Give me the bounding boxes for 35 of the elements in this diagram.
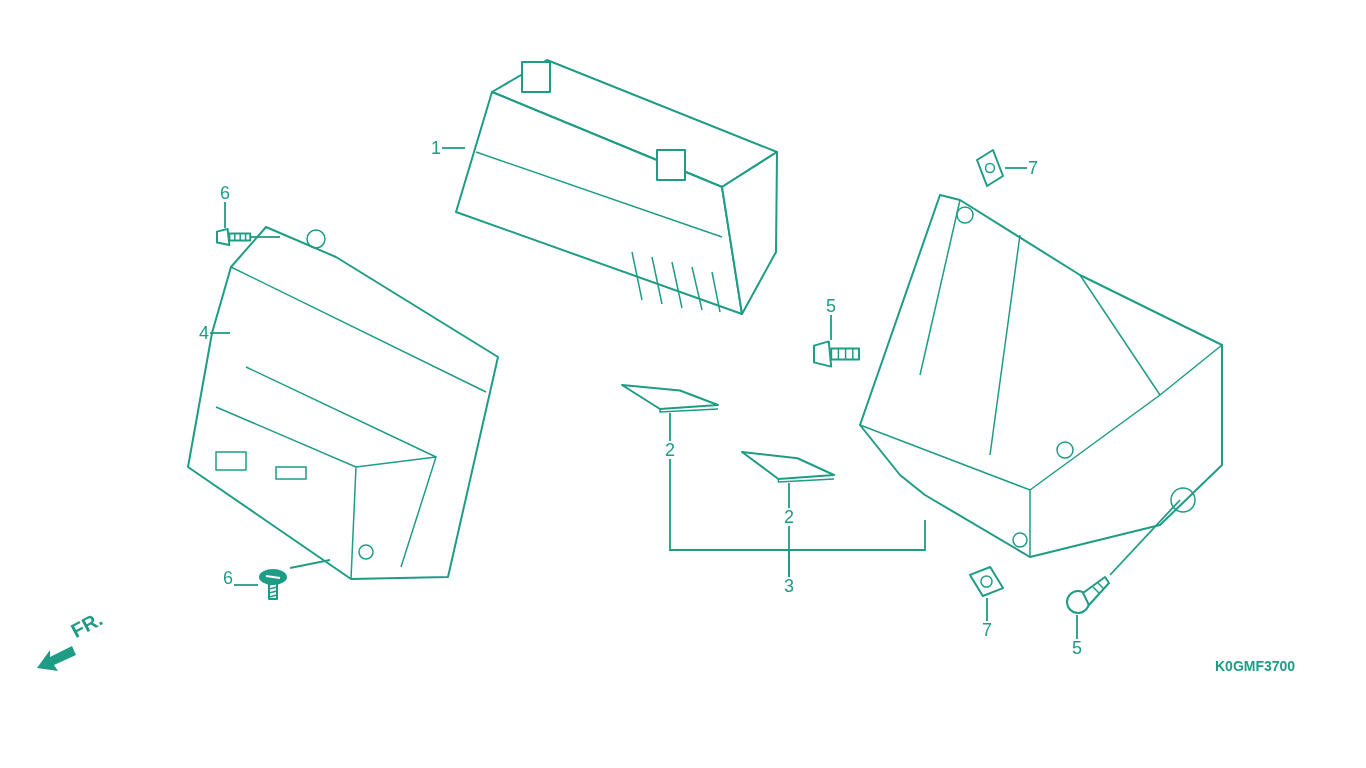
callout-number: 1	[430, 139, 442, 157]
leader-line	[830, 314, 832, 341]
leader-line	[224, 201, 226, 229]
leader-line	[250, 236, 281, 238]
clip-drawing	[975, 148, 1005, 188]
cover-drawing	[860, 195, 1225, 560]
direction-label: FR.	[67, 607, 107, 643]
leader-line	[1109, 499, 1181, 576]
screw-drawing	[258, 568, 290, 600]
callout-number: 6	[222, 569, 234, 587]
callout-number: 7	[981, 621, 993, 639]
leader-line	[1076, 614, 1078, 640]
callout-number: 5	[825, 297, 837, 315]
leader-line	[209, 332, 231, 334]
pad-drawing	[740, 450, 836, 483]
leader-line	[788, 482, 790, 509]
callout-number: 4	[198, 324, 210, 342]
callout-number: 6	[219, 184, 231, 202]
leader-line	[441, 147, 466, 149]
leader-line	[289, 559, 331, 569]
drawing-code: K0GMF3700	[1215, 658, 1296, 674]
leader-line	[669, 412, 671, 442]
leader-line	[233, 584, 259, 586]
bolt-drawing	[812, 340, 860, 368]
leader-line	[986, 597, 988, 622]
callout-number: 2	[664, 441, 676, 459]
callout-number: 5	[1071, 639, 1083, 657]
callout-number: 7	[1027, 159, 1039, 177]
callout-number: 2	[783, 508, 795, 526]
bolt-drawing	[215, 228, 251, 246]
leader-line	[1004, 167, 1028, 169]
clip-drawing	[968, 565, 1005, 598]
pad-drawing	[620, 383, 720, 413]
callout-number: 3	[783, 577, 795, 595]
bolt-drawing	[1065, 575, 1110, 615]
